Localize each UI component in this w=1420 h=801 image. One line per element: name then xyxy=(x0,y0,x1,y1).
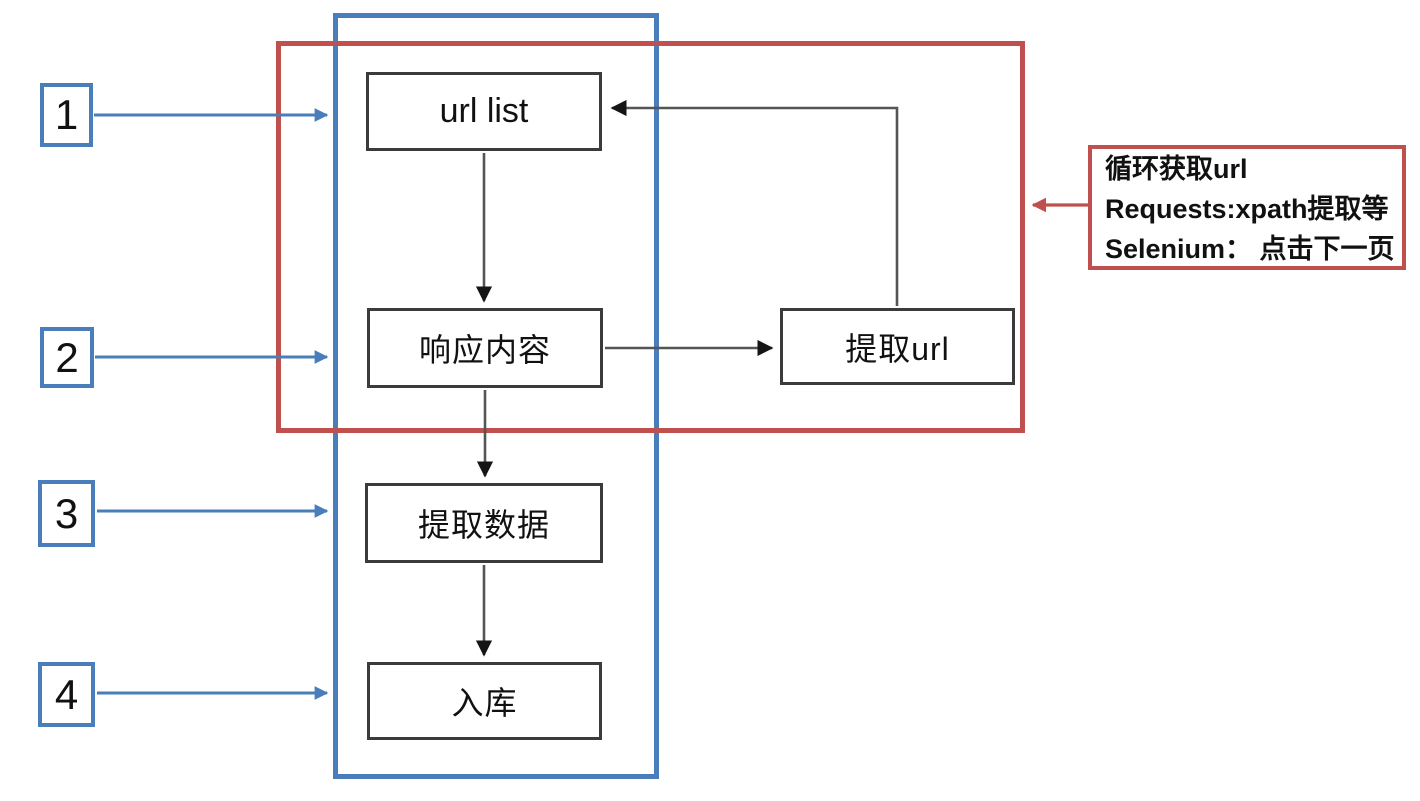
pipeline-outline-rect xyxy=(333,13,659,779)
step-3-number: 3 xyxy=(54,489,79,537)
step-label-4: 4 xyxy=(38,662,95,727)
step-label-2: 2 xyxy=(40,327,94,388)
node-extract-url: 提取url xyxy=(780,308,1015,385)
loop-region-outline-rect xyxy=(276,41,1025,433)
annotation-box: 循环获取url Requests:xpath提取等 Selenium： 点击下一… xyxy=(1088,145,1406,270)
node-store-db-label: 入库 xyxy=(451,685,518,721)
step-label-3: 3 xyxy=(38,480,95,547)
step-4-number: 4 xyxy=(54,670,79,718)
node-response-content: 响应内容 xyxy=(367,308,603,388)
annotation-line-2: Requests:xpath提取等 xyxy=(1105,193,1389,224)
annotation-line-3: Selenium： 点击下一页 xyxy=(1105,233,1395,264)
annotation-line-1: 循环获取url xyxy=(1105,153,1248,184)
step-label-1: 1 xyxy=(40,83,93,147)
node-extract-data: 提取数据 xyxy=(365,483,603,563)
node-extract-data-label: 提取数据 xyxy=(417,507,550,543)
step-2-number: 2 xyxy=(55,333,79,381)
node-store-db: 入库 xyxy=(367,662,602,740)
step-1-number: 1 xyxy=(54,91,79,138)
node-response-content-label: 响应内容 xyxy=(418,332,551,368)
node-url-list: url list xyxy=(366,72,602,151)
arrow-extracturl-to-urllist-loop xyxy=(610,99,899,306)
node-url-list-label: url list xyxy=(439,92,529,130)
node-extract-url-label: 提取url xyxy=(845,330,950,367)
